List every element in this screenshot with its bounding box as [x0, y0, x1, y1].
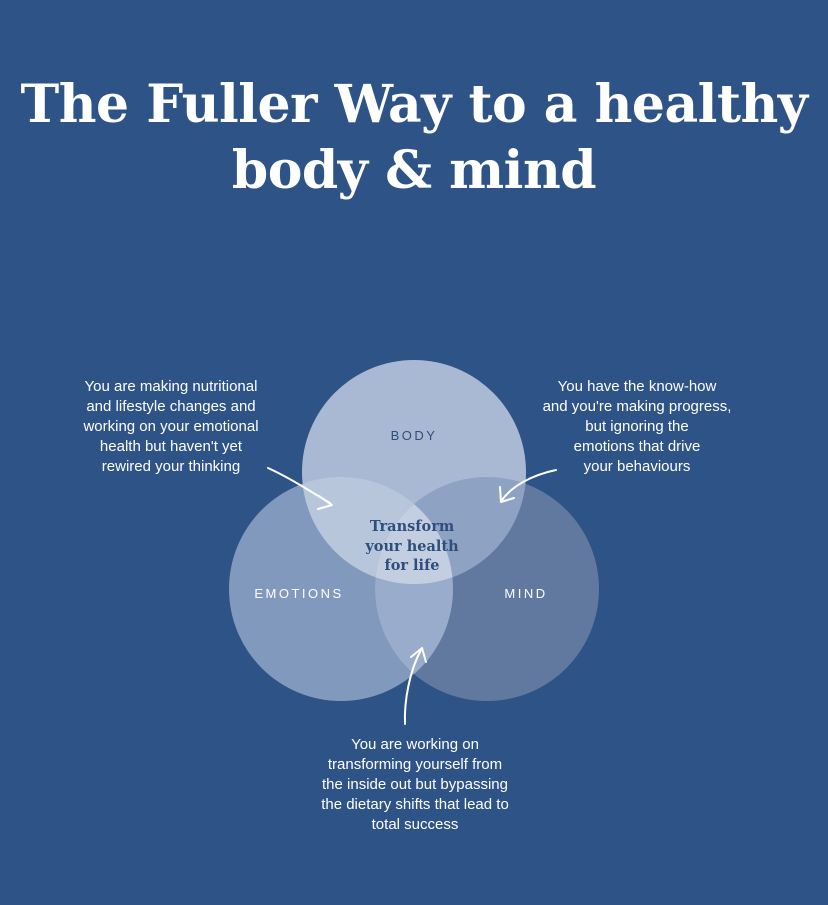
bottom-arrow-head	[410, 647, 427, 663]
annotation-right-line: your behaviours	[583, 458, 691, 475]
annotation-left: You are making nutritional and lifestyle…	[60, 377, 282, 477]
annotation-left-line: and lifestyle changes and	[86, 398, 256, 415]
emotions-label: EMOTIONS	[254, 586, 344, 601]
annotation-left-line: working on your emotional	[83, 418, 259, 435]
center-overlap	[375, 477, 453, 584]
annotation-right-line: but ignoring the	[585, 418, 689, 435]
annotation-right: You have the know-how and you're making …	[526, 377, 748, 477]
annotation-left-line: health but haven't yet	[99, 438, 243, 455]
annotation-left-line: You are making nutritional	[84, 378, 258, 395]
body-emotions-overlap	[302, 477, 453, 584]
center-line-2: your health	[365, 537, 459, 555]
right-arrow-head	[499, 486, 515, 503]
page-title: The Fuller Way to a healthy body & mind	[0, 72, 828, 204]
center-line-3: for life	[384, 557, 440, 574]
bottom-arrow	[403, 649, 422, 725]
title-line-2: body & mind	[231, 140, 597, 201]
left-arrow-head	[317, 495, 333, 510]
annotation-right-line: You have the know-how	[557, 378, 717, 395]
annotation-right-line: emotions that drive	[573, 438, 701, 455]
center-label: Transform your health for life	[352, 517, 472, 576]
right-arrow	[501, 469, 557, 501]
body-mind-overlap	[375, 477, 526, 584]
annotation-bottom-line: You are working on	[351, 736, 479, 753]
annotation-bottom-line: the inside out but bypassing	[322, 776, 508, 793]
mind-label: MIND	[504, 586, 548, 601]
annotation-left-line: rewired your thinking	[101, 458, 241, 475]
annotation-bottom: You are working on transforming yourself…	[290, 735, 540, 835]
annotation-bottom-line: total success	[371, 816, 459, 833]
title-line-1: The Fuller Way to a healthy	[20, 74, 808, 135]
annotation-right-line: and you're making progress,	[542, 398, 732, 415]
annotation-bottom-line: the dietary shifts that lead to	[321, 796, 509, 813]
annotation-bottom-line: transforming yourself from	[327, 756, 503, 773]
center-line-1: Transform	[369, 518, 455, 535]
body-label: BODY	[390, 428, 438, 443]
